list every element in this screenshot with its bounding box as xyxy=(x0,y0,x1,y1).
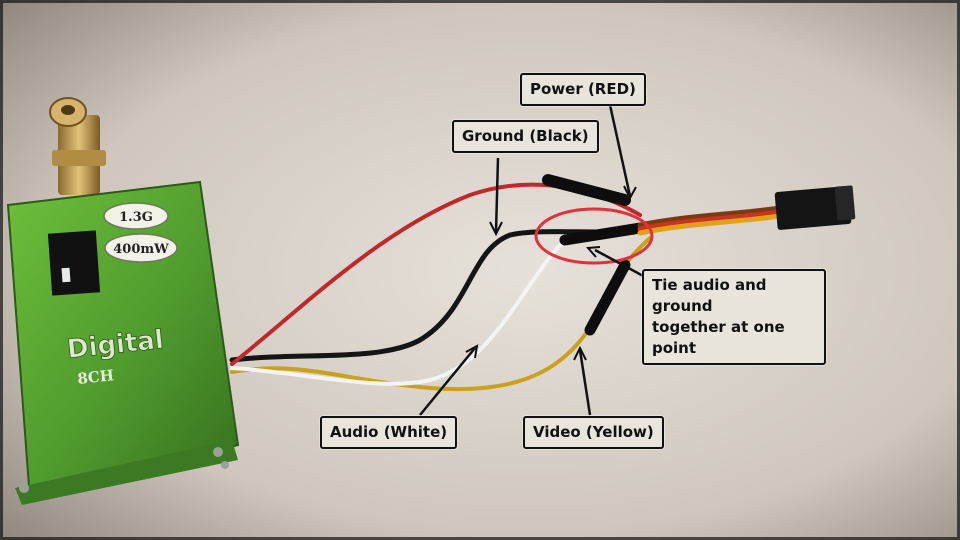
label-audio: Audio (White) xyxy=(320,416,458,449)
transmitter-body xyxy=(6,180,240,505)
label-video: Video (Yellow) xyxy=(523,416,664,449)
highlight-circle xyxy=(534,207,654,265)
label-power: Power (RED) xyxy=(520,73,646,106)
sma-connector xyxy=(49,97,106,195)
device-channels-text: 8CH xyxy=(77,366,115,388)
badge-band-text: 1.3G xyxy=(119,210,153,225)
wires xyxy=(229,174,783,392)
label-tie-line2: together at one point xyxy=(652,318,785,357)
badge-power-text: 400mW xyxy=(113,242,169,257)
servo-connector xyxy=(774,185,856,230)
label-tie-audio-ground: Tie audio and ground together at one poi… xyxy=(642,269,826,365)
label-ground: Ground (Black) xyxy=(452,120,599,153)
label-tie-line1: Tie audio and ground xyxy=(652,276,767,315)
wire-ground-black xyxy=(229,227,643,363)
